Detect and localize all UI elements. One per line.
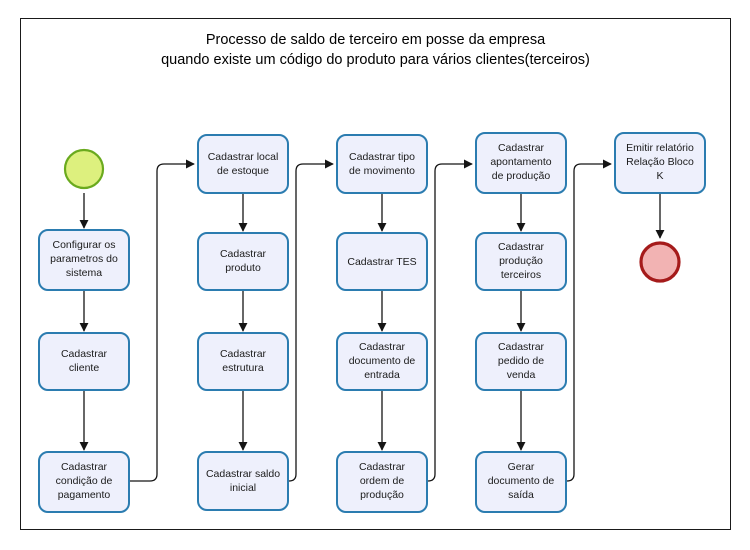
node-label-line: documento de — [488, 475, 555, 487]
node-box[interactable] — [38, 229, 130, 291]
node-label-line: produto — [225, 262, 261, 274]
edge-layer — [79, 159, 665, 482]
node-box[interactable] — [614, 132, 706, 194]
node-label-line: Cadastrar — [359, 461, 406, 473]
node-label-line: inicial — [230, 482, 256, 494]
node-label-line: Cadastrar — [61, 461, 108, 473]
node-label-line: Cadastrar — [220, 248, 267, 260]
node-label-line: de movimento — [349, 165, 415, 177]
node-label-line: de estoque — [217, 165, 269, 177]
node-box[interactable] — [336, 332, 428, 391]
node-n12[interactable]: Cadastrar apontamento de produção — [475, 132, 567, 194]
node-n9[interactable]: Cadastrar TES — [336, 232, 428, 291]
node-label-line: pedido de — [498, 355, 544, 367]
node-n8[interactable]: Cadastrar tipo de movimento — [336, 134, 428, 194]
node-n16[interactable]: Emitir relatório Relação Bloco K — [614, 132, 706, 194]
edge-n3-to-n4 — [129, 159, 195, 482]
node-label-line: sistema — [66, 267, 102, 279]
node-label-line: Cadastrar — [498, 241, 545, 253]
node-n3[interactable]: Cadastrar condição de pagamento — [38, 451, 130, 513]
node-label-line: Configurar os — [52, 239, 115, 251]
node-box[interactable] — [475, 451, 567, 513]
node-box[interactable] — [475, 132, 567, 194]
node-label-line: Gerar — [508, 461, 535, 473]
node-box[interactable] — [475, 332, 567, 391]
node-box[interactable] — [336, 451, 428, 513]
node-label-line: de produção — [492, 170, 551, 182]
node-label-line: condição de — [56, 475, 113, 487]
node-label-line: venda — [507, 369, 536, 381]
end-event[interactable] — [639, 241, 681, 283]
node-label-line: Cadastrar TES — [347, 256, 416, 268]
node-label-line: entrada — [364, 369, 400, 381]
node-label-line: Cadastrar tipo — [349, 151, 415, 163]
node-label-line: produção — [360, 489, 404, 501]
node-n1[interactable]: Configurar os parametros do sistema — [38, 229, 130, 291]
node-n7[interactable]: Cadastrar saldo inicial — [197, 451, 289, 511]
node-label-line: parametros do — [50, 253, 118, 265]
node-box[interactable] — [197, 332, 289, 391]
node-n4[interactable]: Cadastrar local de estoque — [197, 134, 289, 194]
node-label-line: Cadastrar local — [208, 151, 279, 163]
node-box[interactable] — [336, 232, 428, 291]
node-label-line: cliente — [69, 362, 100, 374]
node-label-line: apontamento — [490, 156, 551, 168]
node-label-line: Cadastrar — [498, 341, 545, 353]
node-label-line: Cadastrar — [220, 348, 267, 360]
node-label-line: produção — [499, 255, 543, 267]
edge-n11-to-n12 — [427, 159, 473, 482]
node-n2[interactable]: Cadastrar cliente — [38, 332, 130, 391]
node-label-line: Emitir relatório — [626, 142, 694, 154]
node-box[interactable] — [197, 451, 289, 511]
node-n6[interactable]: Cadastrar estrutura — [197, 332, 289, 391]
node-label-line: Cadastrar — [359, 341, 406, 353]
node-n5[interactable]: Cadastrar produto — [197, 232, 289, 291]
node-n11[interactable]: Cadastrar ordem de produção — [336, 451, 428, 513]
diagram-title: Processo de saldo de terceiro em posse d… — [20, 30, 731, 70]
node-label-line: Cadastrar — [61, 348, 108, 360]
node-label-line: Cadastrar — [498, 142, 545, 154]
node-label-line: Relação Bloco — [626, 156, 694, 168]
node-n13[interactable]: Cadastrar produção terceiros — [475, 232, 567, 291]
node-label-line: estrutura — [222, 362, 264, 374]
node-n10[interactable]: Cadastrar documento de entrada — [336, 332, 428, 391]
node-label-line: ordem de — [360, 475, 405, 487]
node-label-line: terceiros — [501, 269, 541, 281]
edge-n15-to-n16 — [566, 159, 612, 482]
node-box[interactable] — [197, 134, 289, 194]
title-line-2: quando existe um código do produto para … — [161, 52, 590, 68]
node-label-line: documento de — [349, 355, 416, 367]
node-label-line: Cadastrar saldo — [206, 468, 280, 480]
node-label-line: K — [656, 170, 663, 182]
node-n15[interactable]: Gerar documento de saída — [475, 451, 567, 513]
node-box[interactable] — [197, 232, 289, 291]
node-n14[interactable]: Cadastrar pedido de venda — [475, 332, 567, 391]
title-line-1: Processo de saldo de terceiro em posse d… — [205, 32, 546, 48]
edge-n7-to-n8 — [288, 159, 334, 482]
node-label-line: saída — [508, 489, 534, 501]
node-box[interactable] — [475, 232, 567, 291]
node-box[interactable] — [38, 332, 130, 391]
start-event[interactable] — [63, 148, 105, 190]
node-box[interactable] — [38, 451, 130, 513]
node-box[interactable] — [336, 134, 428, 194]
node-label-line: pagamento — [58, 489, 111, 501]
